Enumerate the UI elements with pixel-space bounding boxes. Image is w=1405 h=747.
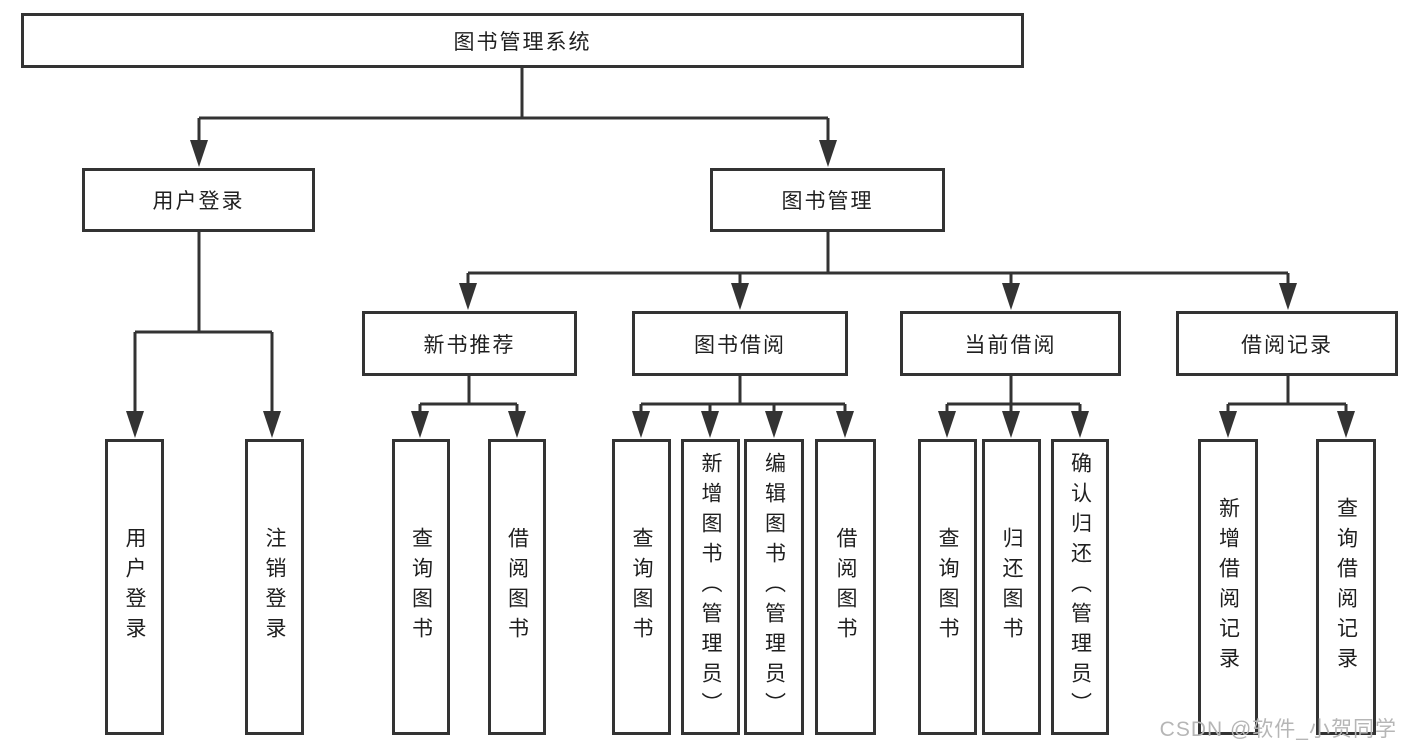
node-new-book-recommendation: 新书推荐 — [362, 311, 577, 376]
leaf-current-query-books: 查询图书 — [918, 439, 977, 735]
node-book-borrowing-label: 图书借阅 — [694, 333, 786, 357]
leaf-borrowing-edit-books-admin-label: 编辑图书（管理员） — [762, 452, 786, 722]
node-current-borrowing-label: 当前借阅 — [964, 333, 1057, 357]
leaf-logout: 注销登录 — [245, 439, 304, 735]
node-new-book-recommendation-label: 新书推荐 — [423, 333, 516, 357]
leaf-user-login-label: 用户登录 — [123, 527, 147, 647]
leaf-records-query-borrow-record: 查询借阅记录 — [1316, 439, 1376, 735]
leaf-current-query-books-label: 查询图书 — [936, 527, 960, 647]
node-root: 图书管理系统 — [21, 13, 1024, 68]
leaf-newbook-query-books: 查询图书 — [392, 439, 450, 735]
leaf-borrowing-query-books: 查询图书 — [612, 439, 671, 735]
node-book-management-label: 图书管理 — [781, 190, 874, 213]
node-borrow-records: 借阅记录 — [1176, 311, 1398, 376]
node-book-borrowing: 图书借阅 — [632, 311, 848, 376]
node-book-management: 图书管理 — [710, 168, 945, 232]
leaf-records-add-borrow-record-label: 新增借阅记录 — [1216, 497, 1240, 677]
leaf-borrowing-add-books-admin: 新增图书（管理员） — [681, 439, 740, 735]
leaf-records-query-borrow-record-label: 查询借阅记录 — [1334, 497, 1358, 677]
node-borrow-records-label: 借阅记录 — [1241, 333, 1333, 357]
leaf-borrowing-query-books-label: 查询图书 — [630, 527, 654, 647]
arrowheads — [126, 140, 1355, 438]
node-current-borrowing: 当前借阅 — [900, 311, 1121, 376]
leaf-current-confirm-return-admin: 确认归还（管理员） — [1051, 439, 1109, 735]
leaf-logout-label: 注销登录 — [263, 527, 287, 647]
node-root-label: 图书管理系统 — [453, 30, 592, 54]
leaf-borrowing-add-books-admin-label: 新增图书（管理员） — [699, 452, 723, 722]
node-user-login-label: 用户登录 — [152, 190, 245, 213]
csdn-watermark: CSDN @软件_小贺同学 — [1159, 718, 1397, 741]
leaf-borrowing-edit-books-admin: 编辑图书（管理员） — [744, 439, 804, 735]
leaf-current-confirm-return-admin-label: 确认归还（管理员） — [1068, 452, 1092, 722]
leaf-current-return-books: 归还图书 — [982, 439, 1041, 735]
leaf-current-return-books-label: 归还图书 — [1000, 527, 1024, 647]
leaf-newbook-query-books-label: 查询图书 — [409, 527, 433, 647]
leaf-records-add-borrow-record: 新增借阅记录 — [1198, 439, 1258, 735]
leaf-borrowing-borrow-books-label: 借阅图书 — [834, 527, 858, 647]
leaf-borrowing-borrow-books: 借阅图书 — [815, 439, 876, 735]
leaf-newbook-borrow-books-label: 借阅图书 — [505, 527, 529, 647]
node-user-login: 用户登录 — [82, 168, 315, 232]
leaf-newbook-borrow-books: 借阅图书 — [488, 439, 546, 735]
leaf-user-login: 用户登录 — [105, 439, 164, 735]
